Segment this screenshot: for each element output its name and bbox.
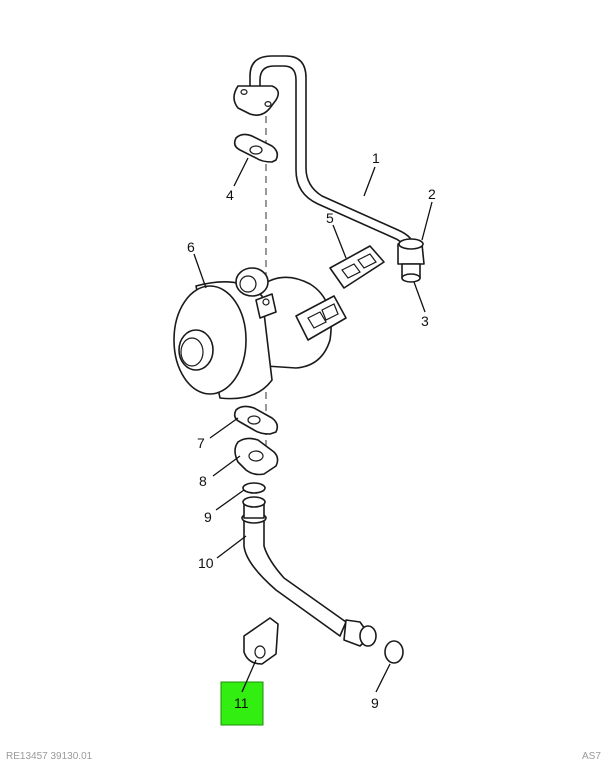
leader-line-6 xyxy=(193,253,207,289)
callout-10: 10 xyxy=(198,555,214,571)
callout-8: 8 xyxy=(199,473,207,489)
callout-1: 1 xyxy=(372,150,380,166)
turbocharger xyxy=(173,267,347,400)
callout-5: 5 xyxy=(326,210,334,226)
callout-3: 3 xyxy=(421,313,429,329)
drain-flange xyxy=(234,437,279,476)
leader-line-9b xyxy=(375,663,391,693)
callout-9a: 9 xyxy=(204,509,212,525)
bracket xyxy=(243,617,279,665)
callout-7: 7 xyxy=(197,435,205,451)
callout-4: 4 xyxy=(226,187,234,203)
callout-9b: 9 xyxy=(371,695,379,711)
highlight-box xyxy=(220,681,264,726)
leader-line-3 xyxy=(413,281,426,313)
leader-line-7 xyxy=(209,417,239,439)
footer-code-right: AS7 xyxy=(582,751,601,761)
leader-line-1 xyxy=(363,166,376,197)
o-ring-lower xyxy=(384,640,404,664)
footer-code-left: RE13457 39130.01 xyxy=(6,751,93,761)
leader-line-2 xyxy=(421,201,433,241)
flange-gasket xyxy=(329,245,385,289)
oil-supply-tube xyxy=(233,55,415,255)
leader-line-9a xyxy=(215,489,245,511)
leader-line-4 xyxy=(233,157,249,187)
upper-gasket xyxy=(233,133,279,163)
leader-line-10 xyxy=(216,535,247,559)
callout-11: 11 xyxy=(234,695,249,711)
oil-drain-tube xyxy=(241,496,377,647)
leader-line-11 xyxy=(241,659,257,693)
callout-2: 2 xyxy=(428,186,436,202)
leader-line-5 xyxy=(332,224,347,259)
callout-6: 6 xyxy=(187,239,195,255)
lower-gasket xyxy=(233,405,279,435)
leader-line-8 xyxy=(212,455,241,477)
o-ring-upper xyxy=(242,482,266,494)
tube-fitting xyxy=(397,238,425,283)
